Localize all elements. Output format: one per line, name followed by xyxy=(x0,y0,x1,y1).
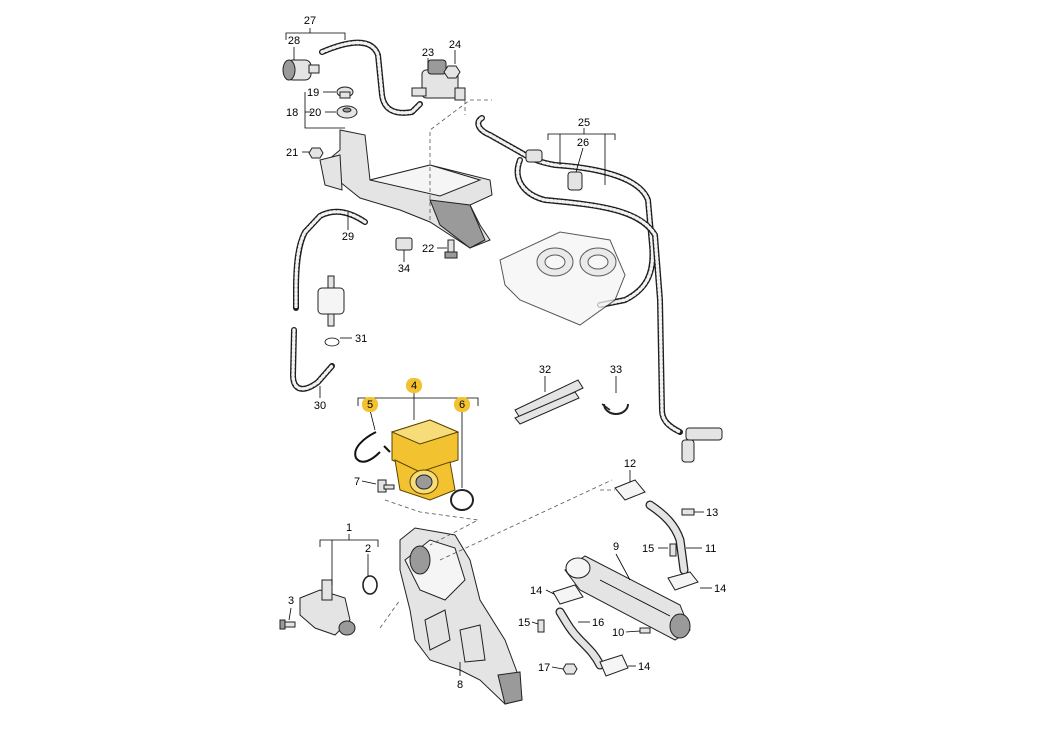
part-19 xyxy=(336,86,354,99)
label-15a: 15 xyxy=(642,543,654,555)
part-16-pipe xyxy=(555,607,605,670)
part-34-clip xyxy=(395,237,413,251)
label-18: 18 xyxy=(286,107,298,119)
label-20: 20 xyxy=(309,107,321,119)
part-inline-filter xyxy=(317,275,345,327)
part-12-gasket xyxy=(614,479,646,501)
part-22-bolt xyxy=(444,239,458,259)
label-14a: 14 xyxy=(530,585,542,597)
label-17: 17 xyxy=(538,662,550,674)
part-8-manifold xyxy=(399,527,523,705)
part-5-wire-seal xyxy=(354,431,391,463)
hose-29 xyxy=(293,208,368,311)
label-21: 21 xyxy=(286,147,298,159)
hose-27 xyxy=(319,39,423,116)
part-23-valve xyxy=(411,59,466,101)
label-16: 16 xyxy=(592,617,604,629)
part-31-clamp xyxy=(324,337,340,347)
part-14-gaskets xyxy=(552,571,699,677)
part-6-o-ring xyxy=(450,489,474,511)
part-20 xyxy=(336,105,358,119)
label-2: 2 xyxy=(365,543,371,555)
part-13-bolt xyxy=(681,508,695,516)
part-7-bolt xyxy=(377,479,395,493)
label-29: 29 xyxy=(342,231,354,243)
assembly-lines xyxy=(379,99,615,629)
label-12: 12 xyxy=(624,458,636,470)
label-27: 27 xyxy=(304,15,316,27)
engine-cover xyxy=(499,231,626,326)
label-13: 13 xyxy=(706,507,718,519)
part-labels: 1 2 3 4 5 6 7 8 9 10 11 12 13 14 14 14 1… xyxy=(286,15,726,691)
label-23: 23 xyxy=(422,47,434,59)
part-11-pipe xyxy=(645,500,689,575)
part-24-nut xyxy=(443,65,461,79)
label-30: 30 xyxy=(314,400,326,412)
label-19: 19 xyxy=(307,87,319,99)
part-17-nut xyxy=(562,663,578,675)
part-33-clamp xyxy=(601,403,629,415)
hose-30 xyxy=(290,327,335,392)
part-10-bolt xyxy=(639,627,651,634)
part-2-ring xyxy=(362,575,378,595)
label-28: 28 xyxy=(288,35,300,47)
leader-lines xyxy=(285,28,712,676)
label-5: 5 xyxy=(367,399,373,411)
label-10: 10 xyxy=(612,627,624,639)
label-15b: 15 xyxy=(518,617,530,629)
label-26: 26 xyxy=(577,137,589,149)
label-33: 33 xyxy=(610,364,622,376)
part-1-valve xyxy=(299,579,356,636)
part-26-connector xyxy=(525,149,583,191)
highlight-badges xyxy=(362,378,470,412)
label-6: 6 xyxy=(459,399,465,411)
label-32: 32 xyxy=(539,364,551,376)
part-9-egr-cooler xyxy=(564,555,691,641)
bracket xyxy=(319,129,493,249)
part-28-cap xyxy=(282,59,320,81)
part-15-bolts xyxy=(537,543,677,633)
label-31: 31 xyxy=(355,333,367,345)
label-3: 3 xyxy=(288,595,294,607)
connector-tee xyxy=(681,427,723,463)
part-4-throttle-unit xyxy=(390,419,460,501)
label-9: 9 xyxy=(613,541,619,553)
part-21 xyxy=(308,147,324,159)
label-8: 8 xyxy=(457,679,463,691)
label-22: 22 xyxy=(422,243,434,255)
label-25: 25 xyxy=(578,117,590,129)
part-32-tie xyxy=(514,379,584,425)
hose-25 xyxy=(475,115,683,435)
label-11: 11 xyxy=(705,543,716,555)
label-1: 1 xyxy=(346,522,352,534)
label-14c: 14 xyxy=(638,661,650,673)
label-14b: 14 xyxy=(714,583,726,595)
label-34: 34 xyxy=(398,263,410,275)
label-24: 24 xyxy=(449,39,461,51)
label-7: 7 xyxy=(354,476,360,488)
part-3-bolt xyxy=(279,619,296,630)
label-4: 4 xyxy=(411,380,417,392)
